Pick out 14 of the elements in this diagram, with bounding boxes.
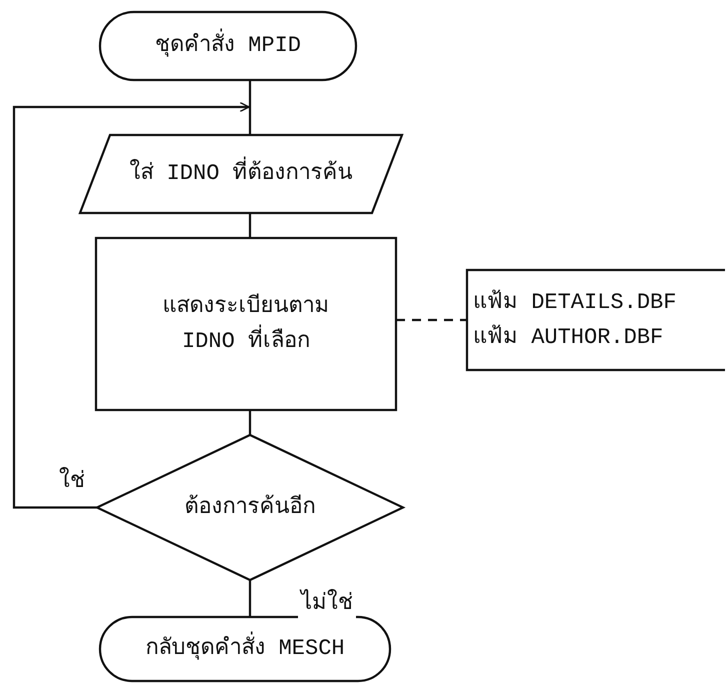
arrow: [12, 102, 250, 509]
decision-diamond: ต้องการค้นอีก: [97, 435, 403, 580]
dashed-connector: [396, 318, 467, 322]
data-store: [467, 270, 725, 370]
terminal-box: ชุดคำสั่ง MPID: [100, 12, 356, 80]
connector-line: [248, 580, 252, 617]
file-label: แฟ้ม DETAILS.DBF: [473, 288, 676, 317]
process-box: แสดงระเบียนตาม IDNO ที่เลือก: [96, 238, 396, 410]
file-label: แฟ้ม AUTHOR.DBF: [473, 324, 664, 352]
connector-line: [248, 410, 252, 435]
terminal-box: กลับชุดคำสั่ง MESCH: [100, 617, 390, 681]
connector-line: [248, 213, 252, 238]
input-parallelogram: ใส่ IDNO ที่ต้องการค้น: [80, 135, 402, 213]
connector-line: [248, 80, 252, 135]
